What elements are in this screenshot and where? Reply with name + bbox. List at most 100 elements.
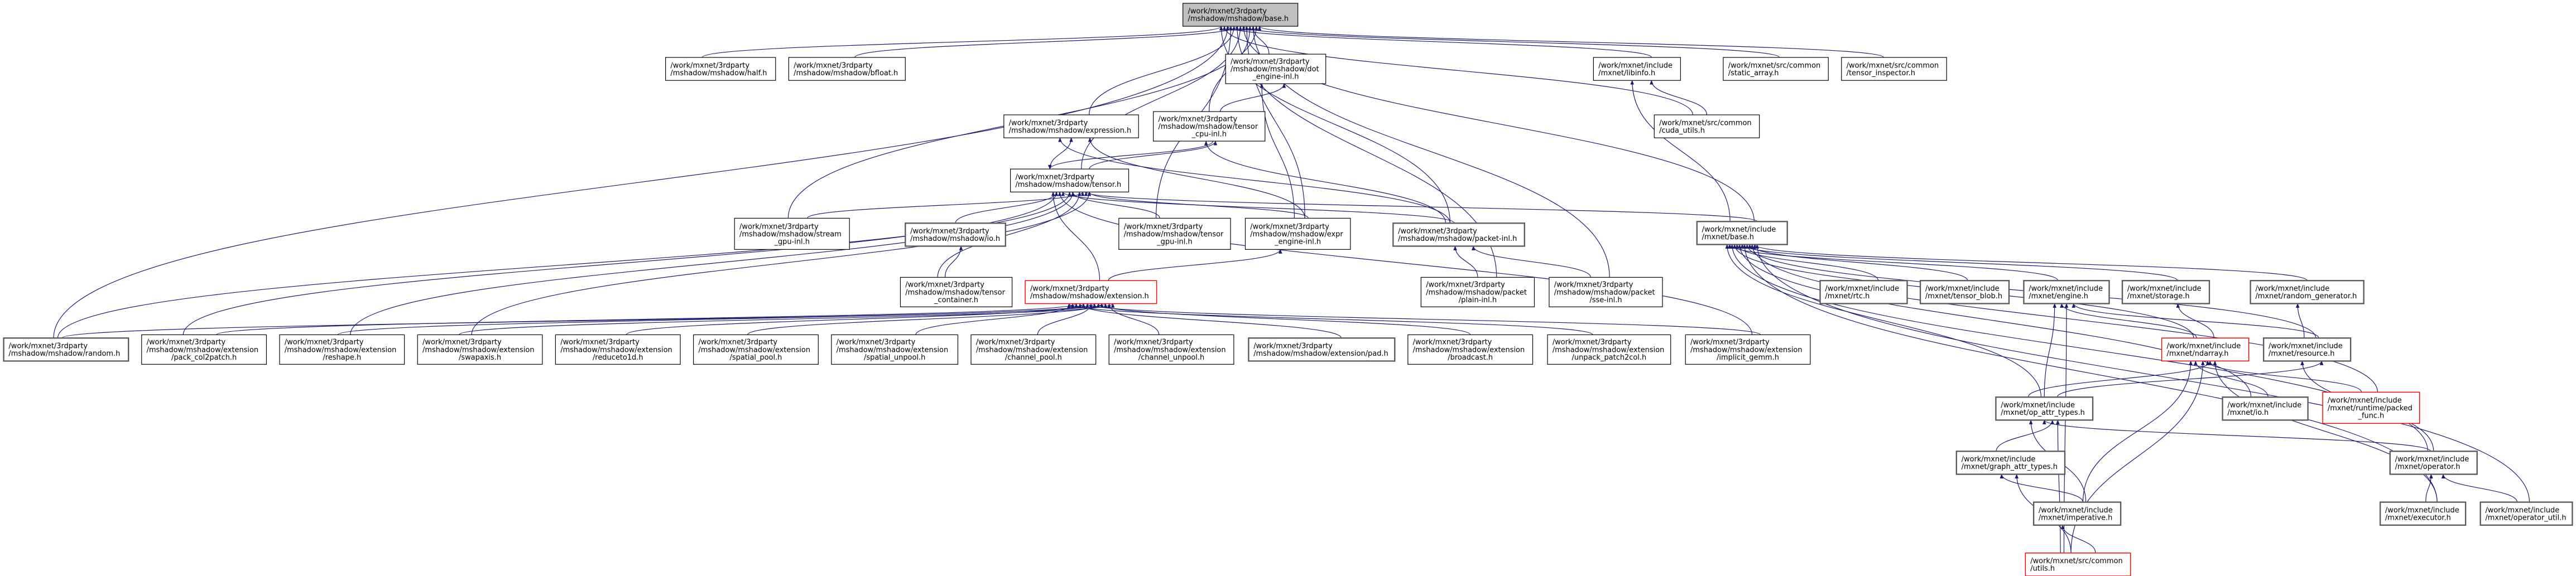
node-libinfo[interactable]: /work/mxnet/include/mxnet/libinfo.h bbox=[1593, 57, 1681, 81]
edge-swapaxis-to-extension bbox=[459, 303, 1115, 335]
node-label-line: /reduceto1d.h bbox=[593, 354, 643, 362]
edge-random-to-extension bbox=[61, 303, 1107, 338]
node-label-line: /mxnet/op_attr_types.h bbox=[2001, 409, 2085, 417]
node-bfloat[interactable]: /work/mxnet/3rdparty/mshadow/mshadow/bfl… bbox=[788, 57, 906, 81]
node-channel-unpool[interactable]: /work/mxnet/3rdparty/mshadow/mshadow/ext… bbox=[1108, 334, 1234, 365]
node-label-line: /swapaxis.h bbox=[459, 354, 501, 362]
node-base[interactable]: /work/mxnet/3rdparty/mshadow/mshadow/bas… bbox=[1183, 3, 1299, 27]
node-ndarray[interactable]: /work/mxnet/include/mxnet/ndarray.h bbox=[2161, 337, 2250, 362]
node-op-attr-types[interactable]: /work/mxnet/include/mxnet/op_attr_types.… bbox=[1995, 396, 2094, 421]
node-label-line: _gpu-inl.h bbox=[773, 238, 809, 246]
node-label-line: _container.h bbox=[934, 296, 978, 304]
node-expression[interactable]: /work/mxnet/3rdparty/mshadow/mshadow/exp… bbox=[1003, 114, 1139, 138]
node-unpack-patch2col[interactable]: /work/mxnet/3rdparty/mshadow/mshadow/ext… bbox=[1547, 334, 1671, 365]
node-storage[interactable]: /work/mxnet/include/mxnet/storage.h bbox=[2121, 280, 2210, 304]
node-reshape[interactable]: /work/mxnet/3rdparty/mshadow/mshadow/ext… bbox=[279, 334, 405, 365]
node-label-line: /mshadow/mshadow/extension bbox=[1413, 346, 1525, 354]
node-label-line: /work/mxnet/3rdparty bbox=[1124, 222, 1203, 231]
node-label-line: /implicit_gemm.h bbox=[1717, 354, 1779, 362]
edge-op_attr_types-to-base_mxnet bbox=[1725, 244, 2042, 398]
node-base-mxnet[interactable]: /work/mxnet/include/mxnet/base.h bbox=[1696, 221, 1788, 245]
edge-tensor_inspector-to-base bbox=[1257, 26, 1884, 58]
node-resource[interactable]: /work/mxnet/include/mxnet/resource.h bbox=[2262, 337, 2352, 362]
node-label-line: /mshadow/mshadow/extension bbox=[560, 346, 672, 354]
node-random-generator[interactable]: /work/mxnet/include/mxnet/random_generat… bbox=[2250, 280, 2364, 304]
node-executor[interactable]: /work/mxnet/include/mxnet/executor.h bbox=[2379, 501, 2467, 526]
node-implicit-gemm[interactable]: /work/mxnet/3rdparty/mshadow/mshadow/ext… bbox=[1685, 334, 1811, 365]
edge-ndarray-to-storage bbox=[2176, 303, 2214, 338]
node-spatial-pool[interactable]: /work/mxnet/3rdparty/mshadow/mshadow/ext… bbox=[693, 334, 819, 365]
node-packet-inl[interactable]: /work/mxnet/3rdparty/mshadow/mshadow/pac… bbox=[1392, 222, 1525, 247]
node-imperative[interactable]: /work/mxnet/include/mxnet/imperative.h bbox=[2032, 501, 2122, 526]
node-label-line: /mshadow/mshadow/extension.h bbox=[1030, 292, 1149, 301]
edge-broadcast-to-extension bbox=[1096, 303, 1471, 335]
node-box bbox=[665, 57, 776, 81]
node-label-line: /mxnet/storage.h bbox=[2127, 292, 2190, 301]
edge-op_attr_types-to-resource bbox=[2056, 360, 2324, 398]
node-stream-gpu[interactable]: /work/mxnet/3rdparty/mshadow/mshadow/str… bbox=[734, 217, 850, 250]
node-packet-plain[interactable]: /work/mxnet/3rdparty/mshadow/mshadow/pac… bbox=[1420, 277, 1535, 307]
edge-packed_func-to-ndarray bbox=[2205, 360, 2362, 393]
node-pack-col2patch[interactable]: /work/mxnet/3rdparty/mshadow/mshadow/ext… bbox=[141, 334, 267, 365]
node-label-line: /work/mxnet/3rdparty bbox=[1413, 338, 1492, 347]
node-graph-attr-types[interactable]: /work/mxnet/include/mxnet/graph_attr_typ… bbox=[1955, 451, 2066, 475]
node-label-line: /mxnet/imperative.h bbox=[2039, 514, 2112, 522]
node-engine[interactable]: /work/mxnet/include/mxnet/engine.h bbox=[2023, 280, 2110, 304]
edge-tensor_container-to-io bbox=[944, 245, 963, 278]
node-box bbox=[1392, 222, 1525, 247]
node-label-line: /pack_col2patch.h bbox=[171, 354, 237, 362]
node-broadcast[interactable]: /work/mxnet/3rdparty/mshadow/mshadow/ext… bbox=[1407, 334, 1534, 365]
node-label-line: _engine-inl.h bbox=[1274, 238, 1321, 246]
node-label-line: /sse-inl.h bbox=[1589, 296, 1622, 304]
node-tensor-gpu[interactable]: /work/mxnet/3rdparty/mshadow/mshadow/ten… bbox=[1118, 217, 1231, 250]
node-utils[interactable]: /work/mxnet/src/common/utils.h bbox=[2025, 553, 2131, 576]
node-packet-sse[interactable]: /work/mxnet/3rdparty/mshadow/mshadow/pac… bbox=[1549, 277, 1663, 307]
node-label-line: /mshadow/mshadow/extension bbox=[837, 346, 949, 354]
node-spatial-unpool[interactable]: /work/mxnet/3rdparty/mshadow/mshadow/ext… bbox=[831, 334, 959, 365]
node-cuda-utils[interactable]: /work/mxnet/src/common/cuda_utils.h bbox=[1654, 114, 1760, 138]
edge-op_attr_types-to-engine bbox=[2044, 303, 2057, 398]
edge-swapaxis-to-tensor bbox=[471, 191, 1092, 335]
node-extension[interactable]: /work/mxnet/3rdparty/mshadow/mshadow/ext… bbox=[1025, 280, 1157, 304]
node-box bbox=[734, 217, 850, 250]
node-tensor-blob[interactable]: /work/mxnet/include/mxnet/tensor_blob.h bbox=[1919, 280, 2010, 304]
node-reduceto1d[interactable]: /work/mxnet/3rdparty/mshadow/mshadow/ext… bbox=[555, 334, 681, 365]
node-box bbox=[2121, 280, 2210, 304]
node-tensor-inspector[interactable]: /work/mxnet/src/common/tensor_inspector.… bbox=[1841, 57, 1947, 81]
node-tensor-container[interactable]: /work/mxnet/3rdparty/mshadow/mshadow/ten… bbox=[900, 277, 1013, 307]
node-static-array[interactable]: /work/mxnet/src/common/static_array.h bbox=[1723, 57, 1829, 81]
node-channel-pool[interactable]: /work/mxnet/3rdparty/mshadow/mshadow/ext… bbox=[970, 334, 1097, 365]
node-box bbox=[2379, 501, 2467, 526]
node-swapaxis[interactable]: /work/mxnet/3rdparty/mshadow/mshadow/ext… bbox=[417, 334, 543, 365]
node-box bbox=[2025, 553, 2131, 576]
edge-reshape-to-extension bbox=[337, 303, 1097, 335]
node-rtc[interactable]: /work/mxnet/include/mxnet/rtc.h bbox=[1819, 280, 1908, 304]
node-label-line: /work/mxnet/include bbox=[2385, 506, 2459, 515]
node-label-line: /mxnet/graph_attr_types.h bbox=[1962, 463, 2058, 471]
node-half[interactable]: /work/mxnet/3rdparty/mshadow/mshadow/hal… bbox=[665, 57, 776, 81]
node-label-line: /mshadow/mshadow/tensor.h bbox=[1015, 181, 1121, 189]
node-tensor[interactable]: /work/mxnet/3rdparty/mshadow/mshadow/ten… bbox=[1010, 168, 1130, 192]
node-operator-util[interactable]: /work/mxnet/include/mxnet/operator_util.… bbox=[2479, 501, 2573, 526]
edge-extension-to-tensor bbox=[1051, 191, 1100, 281]
node-operator[interactable]: /work/mxnet/include/mxnet/operator.h bbox=[2389, 451, 2478, 475]
node-label-line: /tensor_inspector.h bbox=[1847, 69, 1915, 78]
node-box bbox=[1549, 277, 1663, 307]
node-packed-func[interactable]: /work/mxnet/include/mxnet/runtime/packed… bbox=[2322, 391, 2420, 424]
node-io-mxnet[interactable]: /work/mxnet/include/mxnet/io.h bbox=[2222, 396, 2309, 421]
node-pad[interactable]: /work/mxnet/3rdparty/mshadow/mshadow/ext… bbox=[1248, 337, 1396, 362]
node-io[interactable]: /work/mxnet/3rdparty/mshadow/mshadow/io.… bbox=[905, 222, 1006, 247]
edge-storage-to-base_mxnet bbox=[1740, 244, 2178, 281]
edge-cuda_utils-to-base bbox=[1222, 26, 1693, 115]
node-expr-engine[interactable]: /work/mxnet/3rdparty/mshadow/mshadow/exp… bbox=[1244, 217, 1351, 250]
node-tensor-cpu[interactable]: /work/mxnet/3rdparty/mshadow/mshadow/ten… bbox=[1153, 111, 1266, 142]
edge-tensor-to-base bbox=[1081, 26, 1242, 170]
node-label-line: /work/mxnet/include bbox=[2001, 401, 2075, 409]
node-random[interactable]: /work/mxnet/3rdparty/mshadow/mshadow/ran… bbox=[3, 337, 129, 362]
node-dot-engine[interactable]: /work/mxnet/3rdparty/mshadow/mshadow/dot… bbox=[1225, 54, 1327, 84]
node-label-line: /mshadow/mshadow/expr bbox=[1250, 230, 1343, 239]
node-box bbox=[2161, 337, 2250, 362]
edge-executor-to-ndarray bbox=[2213, 360, 2438, 502]
node-label-line: /work/mxnet/include bbox=[1598, 61, 1673, 70]
